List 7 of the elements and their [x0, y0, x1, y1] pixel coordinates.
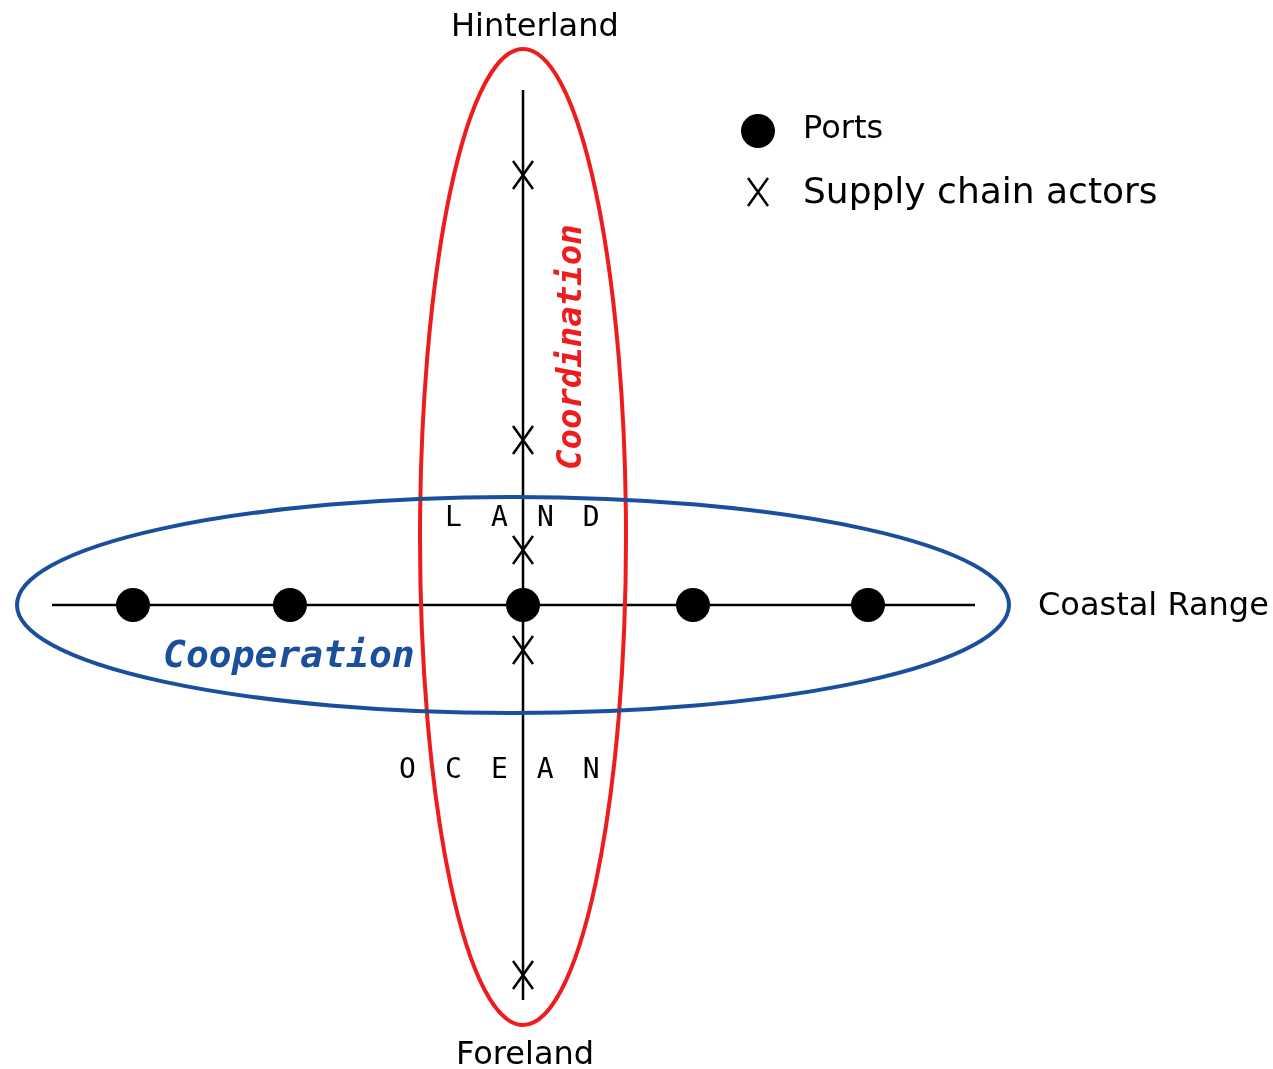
- axis-end-label: Foreland: [456, 1034, 595, 1069]
- legend-label: Supply chain actors: [803, 170, 1158, 211]
- axis-end-label: Hinterland: [451, 6, 619, 44]
- region-label: Cooperation: [163, 632, 415, 676]
- axis-end-label: Coastal Range: [1038, 585, 1269, 623]
- legend-label: Ports: [803, 108, 884, 146]
- region-label: Coordination: [549, 224, 589, 470]
